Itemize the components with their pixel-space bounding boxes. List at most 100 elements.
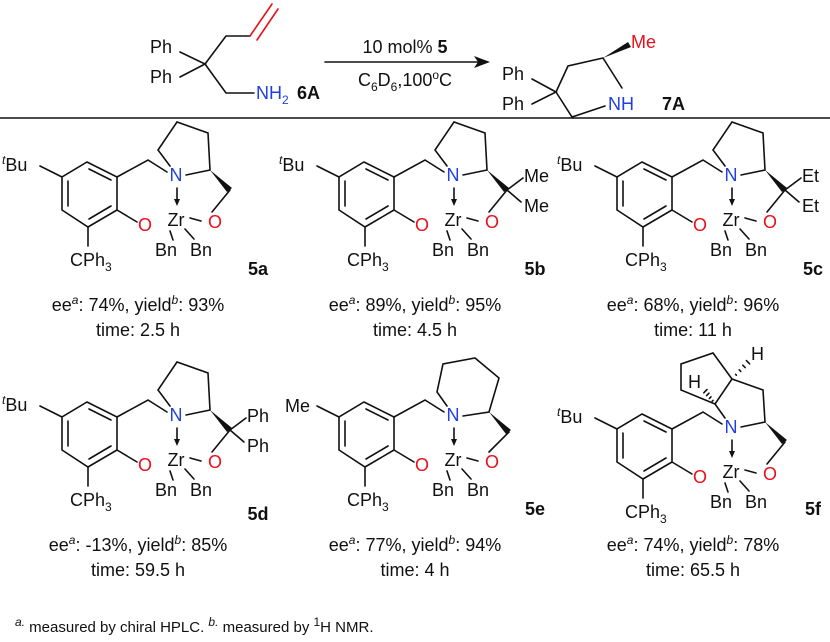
methyl-group: Me [631,32,656,52]
tert-butyl-group: tBu [557,153,582,175]
hydrogen-atom: H [751,344,764,364]
alpha-substituent: Ph [247,406,269,426]
arrow-head-icon [174,199,180,206]
arrow-head-icon [729,451,735,458]
benzyl-group: Bn [190,240,212,260]
hashed-bond [711,399,714,402]
zr-benzyl-bonds [724,480,750,493]
alkoxide-oxygen: O [208,212,222,232]
wedge-bond [487,170,509,192]
ee-yield-result: eea: 74%, yieldb: 93% [52,293,225,315]
alkoxide-bond [211,429,231,453]
alkoxide-oxygen: O [485,212,499,232]
aromatic-double-bonds [67,168,112,220]
alkoxide-oxygen: O [208,452,222,472]
aromatic-ring [616,413,673,480]
benzyl-group: Bn [710,492,732,512]
benzyl-group: Bn [745,240,767,260]
aryl-oxygen-bond [671,209,693,223]
trityl-group: CPh3 [347,250,389,274]
zr-o-bond [189,457,202,462]
cyclopentane-ring [680,352,733,405]
substrate-bonds [179,35,255,94]
benzyl-group: Bn [155,480,177,500]
alkoxide-oxygen: O [485,452,499,472]
aryl-substituent-bond [39,405,63,418]
alkoxide-oxygen: O [763,464,777,484]
aromatic-ring [338,161,395,228]
alkoxide-bond [488,431,510,453]
alpha-substituent: Me [524,196,549,216]
zr-o-bond [466,457,479,462]
phenoxide-oxygen: O [138,215,152,235]
nitrogen-atom: N [725,417,738,437]
tert-butyl-group: tBu [2,393,27,415]
ee-yield-result: eea: 68%, yieldb: 96% [607,293,780,315]
benzyl-group: Bn [432,480,454,500]
alpha-substituent: Me [524,166,549,186]
benzyl-bond [393,399,445,418]
nitrogen-atom: N [447,165,460,185]
catalyst-id: 5c [803,259,823,279]
alkene-bond [249,3,279,41]
pyrrolidine-ring [712,121,766,176]
zirconium-atom: Zr [168,210,185,230]
benzyl-group: Bn [745,492,767,512]
trityl-group: CPh3 [625,250,667,274]
trityl-group: CPh3 [625,502,667,526]
benzyl-bond [393,159,445,178]
benzyl-group: Bn [155,240,177,260]
arrow-head-icon [729,199,735,206]
aromatic-double-bonds [344,408,389,460]
aryl-oxygen-bond [393,449,415,463]
substrate-6A: Ph Ph NH2 6A [150,3,320,107]
methyl-group: Me [285,396,310,416]
aryl-oxygen-bond [116,449,138,463]
hashed-bond [703,388,708,394]
aryl-substituent-bond [316,165,340,178]
nh-group: NH [608,94,634,114]
tert-butyl-group: tBu [557,405,582,427]
phenoxide-oxygen: O [415,215,429,235]
product-label: 7A [662,94,685,114]
zirconium-atom: Zr [445,450,462,470]
benzyl-group: Bn [432,240,454,260]
wedge-bond [765,170,787,192]
zirconium-atom: Zr [723,210,740,230]
ee-yield-result: eea: 89%, yieldb: 95% [329,293,502,315]
phenoxide-oxygen: O [415,455,429,475]
hashed-bond [734,373,738,376]
alpha-substituent-bonds [506,177,524,203]
trityl-group: CPh3 [70,490,112,514]
reagent-text: 10 mol% 5 [362,37,447,57]
hashed-bond [708,396,712,400]
aryl-substituent-bond [39,165,63,178]
zirconium-atom: Zr [445,210,462,230]
reaction-time: time: 2.5 h [96,320,180,340]
aromatic-double-bonds [67,408,112,460]
catalyst-id: 5f [805,499,822,519]
aryl-substituent-bond [594,165,618,178]
pyrrolidine-ring [157,121,211,176]
phenoxide-oxygen: O [138,455,152,475]
aromatic-ring [61,401,118,468]
phenyl-label: Ph [150,37,172,57]
reaction-time: time: 11 h [654,320,732,340]
catalyst-id: 5e [525,499,545,519]
alpha-substituent: Ph [247,436,269,456]
alpha-substituent-bonds [229,417,247,443]
amine-group: NH2 [256,83,289,107]
footnote: a. measured by chiral HPLC. b. measured … [15,615,374,636]
hashed-bond [745,359,751,365]
phenoxide-oxygen: O [693,467,707,487]
